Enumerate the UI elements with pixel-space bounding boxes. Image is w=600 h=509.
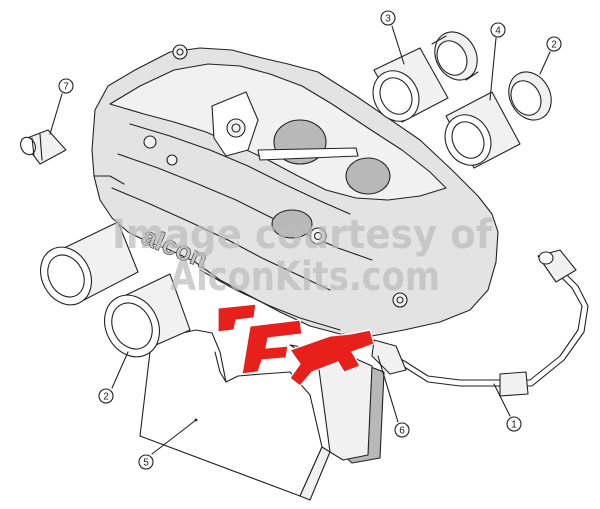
watermark: Image courtesy of AlconKits.com: [112, 212, 493, 300]
watermark-line-1: Image courtesy of: [112, 212, 493, 258]
seal-large: [431, 31, 479, 81]
brake-pad: [139, 329, 385, 501]
watermark-line-2: AlconKits.com: [170, 254, 440, 300]
callout-1: 1: [511, 420, 517, 431]
callout-2-lower: 2: [103, 392, 109, 403]
piston-left-upper: [40, 221, 139, 306]
callout-7: 7: [63, 82, 69, 93]
bleed-nipple: [20, 129, 67, 165]
callout-2-upper: 2: [551, 40, 557, 51]
red-overlay-text: HG: [0, 0, 2, 1]
red-overlay-marking: HG: [0, 0, 375, 387]
caliper-body: alcon: [91, 44, 499, 337]
callout-5: 5: [143, 458, 149, 469]
brake-line: [371, 249, 589, 397]
piston-small: [444, 91, 521, 169]
seal-small: [508, 71, 552, 121]
seal-left: [104, 273, 191, 358]
callouts: 7 3 4 2 2 5 6 1: [49, 10, 562, 470]
piston-large: [372, 47, 449, 123]
callout-6: 6: [399, 426, 405, 437]
callout-3: 3: [385, 14, 391, 25]
callout-4: 4: [495, 26, 501, 37]
